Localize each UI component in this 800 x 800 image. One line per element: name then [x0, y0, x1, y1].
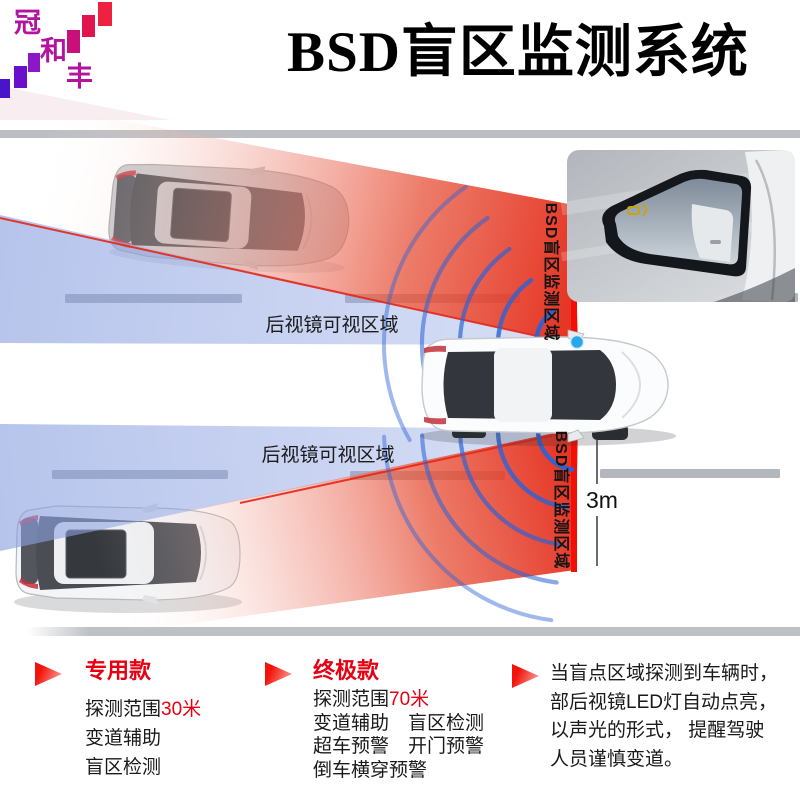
brand-logo: 冠 和 丰: [0, 0, 130, 110]
feature-line: 部后视镜LED灯自动点亮，: [550, 691, 777, 713]
feature-col-ultimate: 终极款 探测范围70米 变道辅助 盲区检测 超车预警 开门预警 倒车横穿预警: [265, 658, 505, 782]
bsd-zone-label-bottom: BSD盲区监测区域: [552, 431, 571, 570]
feature-line: 当盲点区域探测到车辆时，: [550, 663, 779, 684]
range-prefix: 探测范围: [313, 689, 390, 710]
red-arrow-icon: [35, 662, 62, 686]
feature-col-description: 当盲点区域探测到车辆时， 部后视镜LED灯自动点亮， 以声光的形式， 提醒驾驶 …: [512, 660, 792, 774]
mirror-view-label-top: 后视镜可视区域: [265, 314, 398, 336]
logo-bar: [0, 79, 10, 98]
feature-line: 盲区检测: [85, 757, 162, 778]
brand-char: 和: [40, 36, 67, 66]
bsd-warning-icon: [627, 203, 647, 217]
feature-line: 变道辅助: [85, 728, 162, 749]
logo-bar: [28, 53, 40, 72]
page-title: BSD盲区监测系统: [287, 21, 749, 84]
red-arrow-icon: [512, 664, 539, 688]
logo-bar: [67, 30, 80, 53]
feature-line: 人员谨慎变道。: [550, 748, 684, 770]
logo-bar: [82, 15, 95, 37]
feature-line: 探测范围30米: [85, 695, 255, 724]
car-body-in-photo: [742, 150, 795, 302]
range-value: 30米: [161, 699, 202, 720]
brand-char: 冠: [14, 8, 41, 38]
logo-bar: [98, 2, 112, 26]
distance-dimension: 3m: [586, 440, 618, 566]
bsd-sensor-dot: [569, 334, 585, 350]
feature-col-special: 专用款 探测范围30米 变道辅助 盲区检测: [35, 658, 255, 782]
feature-line: 变道辅助 盲区检测: [313, 712, 485, 734]
logo-bar: [14, 66, 27, 88]
feature-line: 超车预警 开门预警: [313, 736, 485, 757]
mirror-view-zone-bottom: [0, 424, 578, 551]
host-car: [420, 329, 676, 446]
feature-heading: 专用款: [85, 658, 152, 683]
range-value: 70米: [389, 689, 430, 710]
distance-label: 3m: [586, 487, 618, 513]
feature-heading: 终极款: [313, 658, 380, 683]
feature-line: 倒车横穿预警: [313, 759, 428, 781]
mirror-photo: [560, 150, 800, 302]
brand-char: 丰: [66, 62, 93, 92]
range-prefix: 探测范围: [85, 699, 162, 720]
red-arrow-icon: [265, 662, 292, 686]
bsd-zone-label-top: BSD盲区监测区域: [542, 203, 561, 342]
radar-waves-bottom: [382, 429, 575, 623]
feature-line: 以声光的形式， 提醒驾驶: [550, 720, 765, 741]
mirror-view-label-bottom: 后视镜可视区域: [261, 444, 394, 466]
feature-line: 探测范围70米: [313, 688, 505, 712]
